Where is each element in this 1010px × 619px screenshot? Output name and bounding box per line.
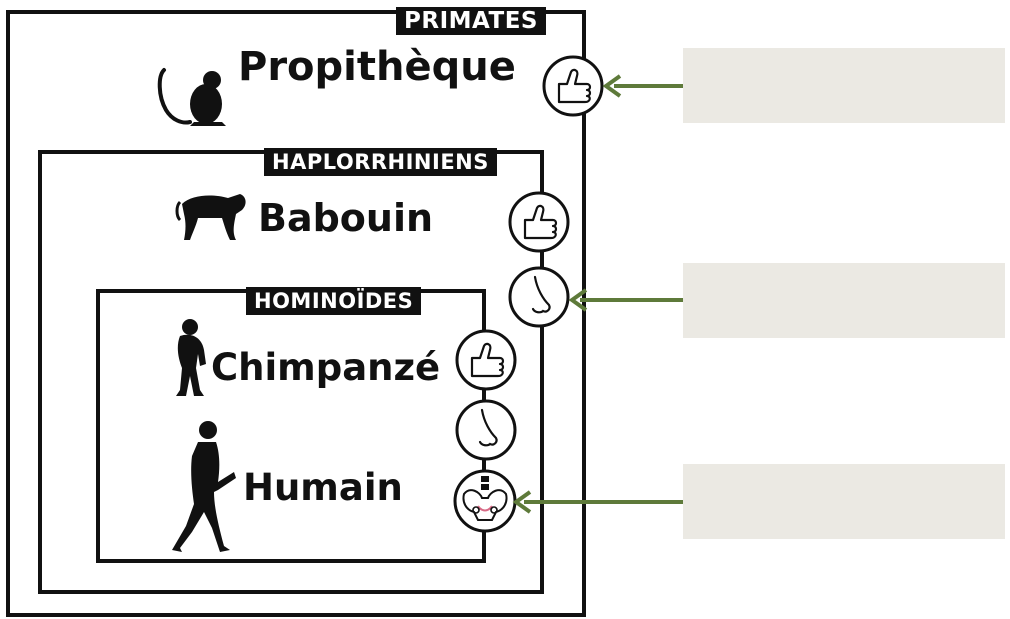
- thumb-icon-babouin: [508, 191, 570, 253]
- pelvis-icon-humain: [453, 469, 517, 533]
- answer-box-3[interactable]: [683, 464, 1005, 539]
- nose-icon-babouin: [508, 266, 570, 328]
- group-label-haplorrhiniens: HAPLORRHINIENS: [264, 148, 497, 176]
- species-name-chimpanze: Chimpanzé: [211, 346, 441, 389]
- human-silhouette-icon: [172, 421, 236, 552]
- answer-box-2[interactable]: [683, 263, 1005, 338]
- baboon-silhouette-icon: [175, 194, 246, 240]
- arrow-2: [568, 288, 684, 312]
- arrow-1: [602, 74, 684, 98]
- chimpanzee-silhouette-icon: [176, 319, 206, 396]
- species-name-humain: Humain: [243, 466, 403, 509]
- answer-box-1[interactable]: [683, 48, 1005, 123]
- hominoides-frame: [96, 289, 486, 563]
- group-label-hominoides: HOMINOÏDES: [246, 287, 422, 315]
- nose-icon-chimpanze: [455, 399, 517, 461]
- lemur-silhouette-icon: [157, 68, 226, 126]
- thumb-icon-chimpanze: [455, 329, 517, 391]
- arrow-3: [512, 490, 684, 514]
- species-name-propitheque: Propithèque: [238, 44, 516, 90]
- thumb-icon-propitheque: [542, 55, 604, 117]
- species-name-babouin: Babouin: [258, 196, 434, 240]
- group-label-primates: PRIMATES: [396, 7, 546, 35]
- primates-frame: [6, 10, 586, 617]
